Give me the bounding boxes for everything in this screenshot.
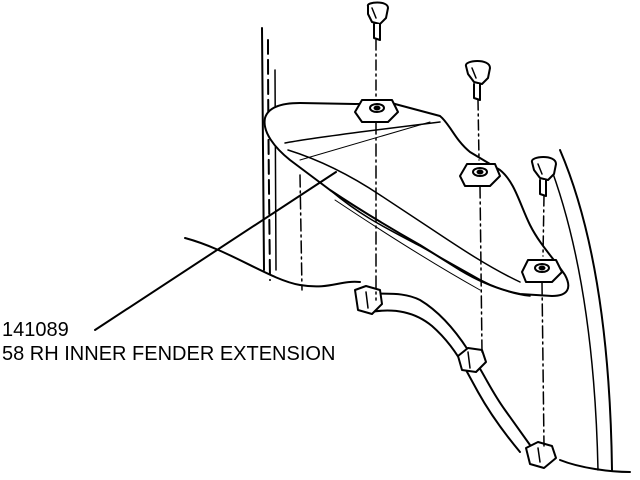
bolt-right [532, 157, 556, 256]
part-callout: 141089 58 RH INNER FENDER EXTENSION [2, 318, 335, 366]
bolt-boss-middle [460, 164, 500, 186]
fender-body-outline [185, 28, 630, 472]
part-number: 141089 [2, 319, 69, 341]
bolt-left [368, 3, 388, 97]
assembly-center-lines [300, 122, 544, 446]
inner-fender-extension-panel [265, 102, 569, 296]
callout-leader-line [95, 172, 336, 330]
part-description: 58 RH INNER FENDER EXTENSION [2, 343, 336, 365]
bolt-boss-left [355, 100, 398, 122]
support-brace [355, 286, 556, 468]
bolt-middle [466, 61, 490, 160]
bolt-boss-right [522, 260, 562, 282]
